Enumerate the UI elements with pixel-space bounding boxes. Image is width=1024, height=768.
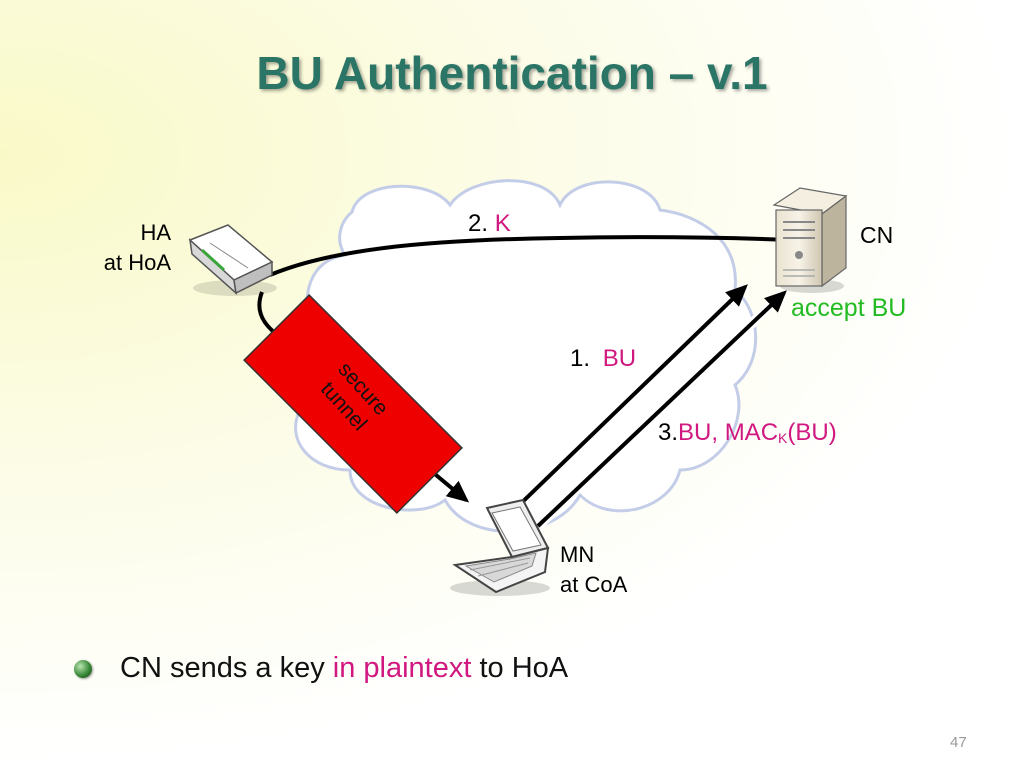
ha-label-address: at HoA	[103, 250, 171, 275]
message-2-text: K	[494, 210, 511, 237]
ha-label-name: HA	[140, 220, 171, 245]
bullet-point: CN sends a key in plaintext to HoA	[74, 652, 568, 685]
laptop-icon	[450, 498, 550, 596]
message-1-arrow	[508, 283, 749, 516]
secure-tunnel-box	[243, 294, 463, 514]
mn-label-address: at CoA	[560, 572, 628, 597]
bullet-icon	[74, 659, 92, 678]
message-3-label: 3.BU, MACK(BU)	[658, 418, 837, 453]
ha-label: HA at HoA	[96, 218, 171, 278]
message-1-number: 1.	[570, 345, 591, 372]
message-3-text: BU, MAC	[678, 419, 779, 446]
message-3-text-tail: (BU)	[787, 419, 837, 446]
bullet-suffix: to HoA	[479, 652, 569, 684]
tunnel-exit-arrow	[428, 468, 470, 503]
message-1-text: BU	[602, 345, 637, 372]
message-3-subscript: K	[778, 430, 788, 446]
router-icon	[188, 224, 277, 296]
mn-label-name: MN	[560, 542, 595, 567]
mn-label: MN at CoA	[560, 540, 627, 600]
message-2-number: 2.	[468, 210, 489, 237]
bullet-text: CN sends a key in plaintext to HoA	[120, 652, 568, 685]
message-2-label: 2. K	[468, 209, 511, 239]
bullet-highlight: in plaintext	[332, 652, 472, 684]
key-path-line	[269, 235, 791, 277]
server-icon	[772, 187, 848, 293]
message-3-number: 3.	[658, 419, 679, 446]
bullet-prefix: CN sends a key	[120, 652, 325, 684]
message-3-arrow	[534, 289, 788, 530]
cn-accept-status: accept BU	[791, 294, 907, 322]
slide-title: BU Authentication – v.1	[256, 47, 768, 99]
cn-label: CN	[860, 222, 894, 248]
page-number: 47	[950, 734, 967, 751]
message-1-label: 1. BU	[570, 344, 636, 374]
